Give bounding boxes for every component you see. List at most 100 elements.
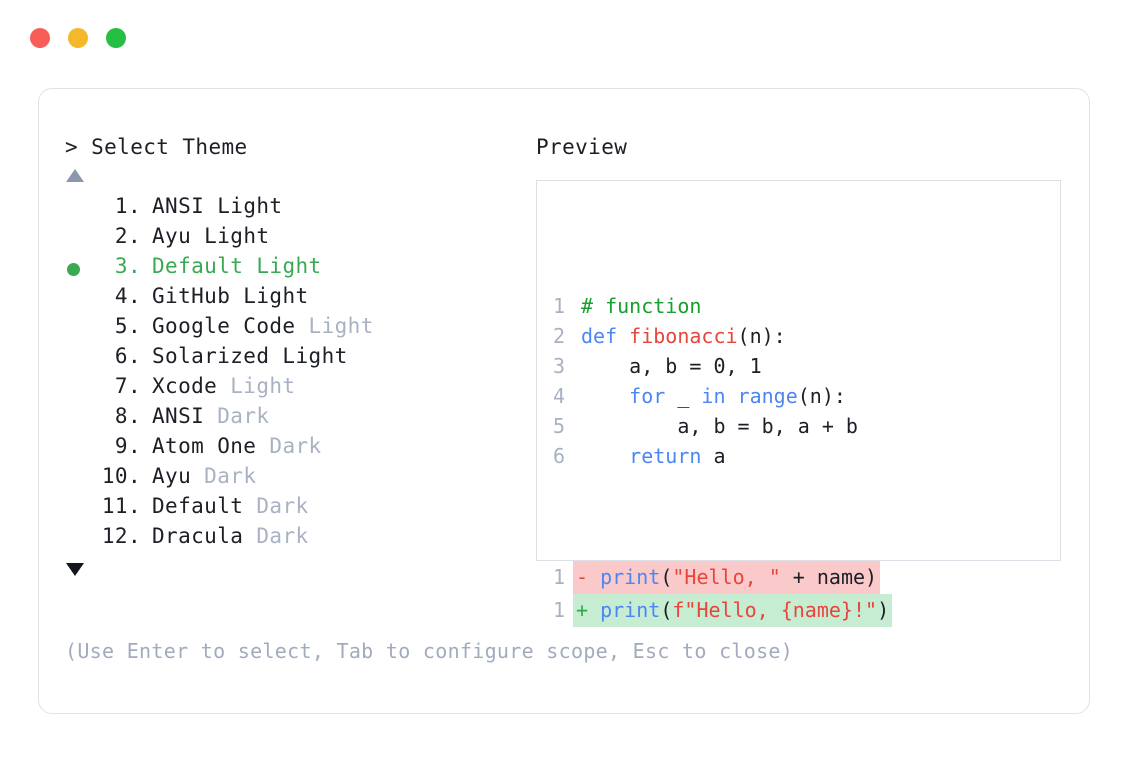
code-token: ) bbox=[877, 598, 890, 622]
theme-name: ANSI bbox=[152, 404, 205, 428]
theme-variant: Dark bbox=[191, 464, 257, 488]
selection-bullet-cell bbox=[65, 404, 95, 434]
theme-name: Google Code bbox=[152, 314, 296, 338]
theme-variant: Light bbox=[269, 344, 348, 368]
code-token bbox=[581, 384, 629, 408]
code-token: in range bbox=[701, 384, 798, 408]
theme-variant: Light bbox=[295, 314, 374, 338]
code-token: a, b = b, a + b bbox=[581, 414, 858, 438]
keyboard-hint: (Use Enter to select, Tab to configure s… bbox=[65, 639, 794, 663]
theme-list-item[interactable]: 8. ANSI Dark bbox=[65, 404, 520, 434]
theme-variant: Light bbox=[191, 224, 270, 248]
selection-bullet-cell bbox=[65, 494, 95, 524]
triangle-down-icon[interactable] bbox=[66, 563, 84, 576]
theme-index: 5. bbox=[114, 314, 141, 338]
line-number: 5 bbox=[553, 414, 566, 438]
theme-list-item[interactable]: 1. ANSI Light bbox=[65, 194, 520, 224]
diff-lines: 1- print("Hello, " + name)1+ print(f"Hel… bbox=[553, 561, 1060, 627]
theme-list-item[interactable]: 7. Xcode Light bbox=[65, 374, 520, 404]
code-token: ( bbox=[660, 565, 673, 589]
line-number: 6 bbox=[553, 444, 566, 468]
code-token: for bbox=[629, 384, 666, 408]
theme-list-item[interactable]: 3.Default Light bbox=[65, 254, 520, 284]
diff-content: + print(f"Hello, {name}!") bbox=[573, 594, 893, 627]
code-line: 5 a, b = b, a + b bbox=[553, 411, 1060, 441]
theme-variant: Light bbox=[243, 254, 322, 278]
line-number: 3 bbox=[553, 354, 566, 378]
theme-variant: Dark bbox=[204, 404, 270, 428]
theme-name: Ayu bbox=[152, 464, 192, 488]
theme-index: 1. bbox=[114, 194, 141, 218]
theme-name: Dracula bbox=[152, 524, 244, 548]
code-text: return a bbox=[581, 441, 726, 471]
minimize-button[interactable] bbox=[68, 28, 88, 48]
code-token: print bbox=[600, 565, 661, 589]
theme-index: 9. bbox=[114, 434, 141, 458]
line-number: 4 bbox=[553, 384, 566, 408]
theme-index: 8. bbox=[114, 404, 141, 428]
diff-line-del: 1- print("Hello, " + name) bbox=[553, 561, 1060, 594]
code-text: a, b = b, a + b bbox=[581, 411, 858, 441]
selection-bullet-cell bbox=[65, 284, 95, 314]
theme-index: 6. bbox=[114, 344, 141, 368]
code-line: 6 return a bbox=[553, 441, 1060, 471]
page-title: > Select Theme bbox=[65, 135, 248, 159]
selection-bullet-cell bbox=[65, 464, 95, 494]
code-token: return bbox=[629, 444, 702, 468]
diff-marker: + bbox=[576, 598, 601, 622]
theme-index: 11. bbox=[101, 494, 141, 518]
theme-name: Atom One bbox=[152, 434, 257, 458]
theme-name: Ayu bbox=[152, 224, 192, 248]
close-button[interactable] bbox=[30, 28, 50, 48]
theme-name: Solarized bbox=[152, 344, 270, 368]
maximize-button[interactable] bbox=[106, 28, 126, 48]
theme-list-item[interactable]: 5. Google Code Light bbox=[65, 314, 520, 344]
code-token: (n): bbox=[797, 384, 846, 408]
theme-list-item[interactable]: 10. Ayu Dark bbox=[65, 464, 520, 494]
triangle-up-icon[interactable] bbox=[66, 169, 84, 182]
diff-line-add: 1 + print(f"Hello, {name}!") bbox=[553, 594, 1060, 627]
theme-list-item[interactable]: 11.Default Dark bbox=[65, 494, 520, 524]
diff-marker: - bbox=[576, 565, 601, 589]
code-token: ( bbox=[660, 598, 673, 622]
line-number: 1 bbox=[553, 294, 566, 318]
code-token: def bbox=[581, 324, 630, 348]
code-token: f"Hello, {name}!" bbox=[672, 598, 878, 622]
theme-variant: Dark bbox=[256, 434, 322, 458]
selection-bullet-cell bbox=[65, 344, 95, 374]
code-text: # function bbox=[581, 291, 701, 321]
theme-list-item[interactable]: 4.GitHub Light bbox=[65, 284, 520, 314]
code-token: a bbox=[701, 444, 726, 468]
theme-variant: Dark bbox=[243, 494, 309, 518]
code-token: fibonacci bbox=[629, 324, 738, 348]
theme-list-item[interactable]: 9. Atom One Dark bbox=[65, 434, 520, 464]
selection-bullet-cell bbox=[65, 434, 95, 464]
selection-bullet-cell bbox=[65, 374, 95, 404]
theme-list-item[interactable]: 2.Ayu Light bbox=[65, 224, 520, 254]
theme-index: 4. bbox=[114, 284, 141, 308]
selected-bullet-icon bbox=[67, 262, 80, 276]
theme-index: 12. bbox=[101, 524, 141, 548]
code-line: 3 a, b = 0, 1 bbox=[553, 351, 1060, 381]
code-text: for _ in range(n): bbox=[581, 381, 846, 411]
theme-variant: Light bbox=[230, 284, 309, 308]
code-token: # function bbox=[581, 294, 702, 318]
theme-list-item[interactable]: 12.Dracula Dark bbox=[65, 524, 520, 554]
theme-list-item[interactable]: 6. Solarized Light bbox=[65, 344, 520, 374]
theme-index: 10. bbox=[101, 464, 141, 488]
theme-variant: Light bbox=[217, 374, 296, 398]
theme-index: 3. bbox=[114, 254, 141, 278]
theme-index: 7. bbox=[114, 374, 141, 398]
theme-variant: Light bbox=[204, 194, 283, 218]
theme-name: Xcode bbox=[152, 374, 218, 398]
code-token: print bbox=[600, 598, 661, 622]
theme-name: ANSI bbox=[152, 194, 205, 218]
code-token: (n): bbox=[737, 324, 786, 348]
line-number: 1 bbox=[553, 598, 566, 622]
selection-bullet-cell bbox=[65, 254, 95, 284]
